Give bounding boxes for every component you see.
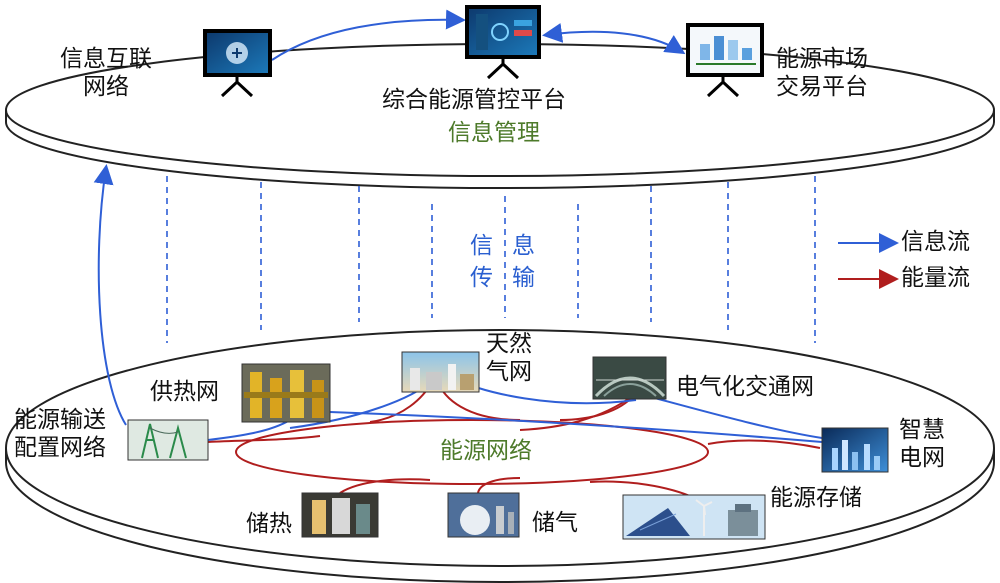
smart-grid-label-line2: 电网 bbox=[899, 445, 945, 472]
gas-network-photo bbox=[401, 351, 480, 393]
info-flow-internet-to-platform bbox=[271, 9, 466, 61]
platform-label: 综合能源管控平台 bbox=[382, 87, 566, 113]
transmission-dashed-lines bbox=[166, 176, 816, 343]
smart-grid-photo bbox=[821, 427, 889, 473]
heat-storage-label: 储热 bbox=[246, 511, 292, 537]
energy-network-loop bbox=[235, 419, 709, 485]
energy-storage-photo bbox=[622, 494, 766, 540]
internet-label-line1: 信息互联 bbox=[60, 46, 152, 72]
transmission-text-1: 信 bbox=[470, 233, 493, 259]
gas-network-label: 天然 气网 bbox=[486, 330, 532, 386]
transmission-network-label: 能源输送 配置网络 bbox=[14, 406, 106, 462]
transmission-network-label-line2: 配置网络 bbox=[14, 435, 106, 462]
legend-info-flow-label: 信息流 bbox=[901, 229, 970, 255]
heat-network-label: 供热网 bbox=[150, 379, 219, 405]
heat-network-photo bbox=[241, 363, 331, 423]
ev-network-photo bbox=[592, 356, 667, 400]
gas-network-label-line1: 天然 bbox=[486, 331, 532, 357]
transmission-text-2: 息 bbox=[512, 233, 535, 259]
transmission-text-3: 传 bbox=[470, 265, 493, 291]
gas-storage-photo bbox=[447, 492, 520, 538]
platform-monitor-icon bbox=[465, 5, 541, 80]
transmission-network-label-line1: 能源输送 bbox=[14, 407, 106, 433]
info-flow-platform-market bbox=[542, 23, 686, 55]
ev-network-label: 电气化交通网 bbox=[676, 374, 814, 400]
market-label-line1: 能源市场 bbox=[776, 46, 868, 72]
market-monitor-icon bbox=[686, 23, 764, 98]
legend-energy-flow-label: 能量流 bbox=[901, 265, 970, 291]
energy-storage-label: 能源存储 bbox=[770, 485, 862, 511]
internet-label-line2: 网络 bbox=[83, 74, 129, 101]
smart-grid-label: 智慧 电网 bbox=[899, 416, 945, 472]
internet-monitor-icon bbox=[203, 29, 272, 98]
market-label: 能源市场 交易平台 bbox=[776, 45, 868, 101]
market-label-line2: 交易平台 bbox=[776, 74, 868, 101]
info-flow-grid-to-internet bbox=[93, 164, 127, 426]
heat-storage-photo bbox=[301, 492, 379, 538]
info-management-title: 信息管理 bbox=[448, 120, 540, 146]
gas-network-label-line2: 气网 bbox=[486, 359, 532, 386]
internet-label: 信息互联 网络 bbox=[60, 45, 152, 101]
gas-storage-label: 储气 bbox=[532, 510, 578, 536]
smart-grid-label-line1: 智慧 bbox=[899, 417, 945, 443]
transmission-network-photo bbox=[127, 419, 209, 461]
transmission-text-4: 输 bbox=[512, 265, 535, 291]
energy-network-title: 能源网络 bbox=[440, 438, 532, 464]
